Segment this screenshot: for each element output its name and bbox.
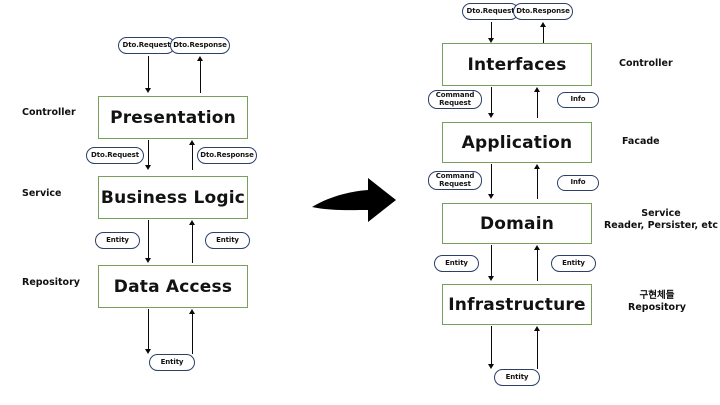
pill-entity-bottom-right-diagram: Entity [494,369,540,386]
layer-box-interfaces: Interfaces [442,43,592,86]
side-label-service-right: Service Reader, Persister, etc [603,208,719,231]
transition-arrow-icon [312,178,396,222]
pill-command-request-application-domain: Command Request [428,171,482,190]
pill-command-request-interfaces-application: Command Request [428,90,482,109]
layer-box-business-logic: Business Logic [98,176,248,219]
pill-info-application-interfaces: Info [557,92,599,108]
layer-box-application: Application [442,122,592,163]
pill-entity-data-business: Entity [205,232,250,249]
layer-box-domain: Domain [442,203,592,244]
pill-dto-response-business-presentation: Dto.Response [197,147,257,164]
side-label-controller-left: Controller [22,107,76,118]
side-label-facade-right: Facade [622,136,660,147]
layer-box-infrastructure: Infrastructure [442,284,592,325]
pill-dto-request-top-left-right-diagram: Dto.Request [462,3,519,20]
pill-info-domain-application: Info [557,175,599,191]
pill-entity-bottom-left-diagram: Entity [149,354,195,371]
layer-box-presentation: Presentation [98,96,248,139]
pill-entity-infrastructure-domain: Entity [551,255,596,272]
pill-dto-request-top-left: Dto.Request [118,37,175,54]
pill-entity-business-data: Entity [95,232,140,249]
pill-dto-response-top-right-right-diagram: Dto.Response [513,3,573,20]
pill-dto-response-top-right: Dto.Response [170,37,230,54]
pill-dto-request-presentation-business: Dto.Request [86,147,144,164]
side-label-repository-right: 구현체들 Repository [628,290,686,313]
side-label-repository-left: Repository [22,277,80,288]
side-label-controller-right: Controller [619,58,673,69]
side-label-service-left: Service [22,188,62,199]
pill-entity-domain-infrastructure: Entity [434,255,479,272]
layer-box-data-access: Data Access [98,265,248,308]
